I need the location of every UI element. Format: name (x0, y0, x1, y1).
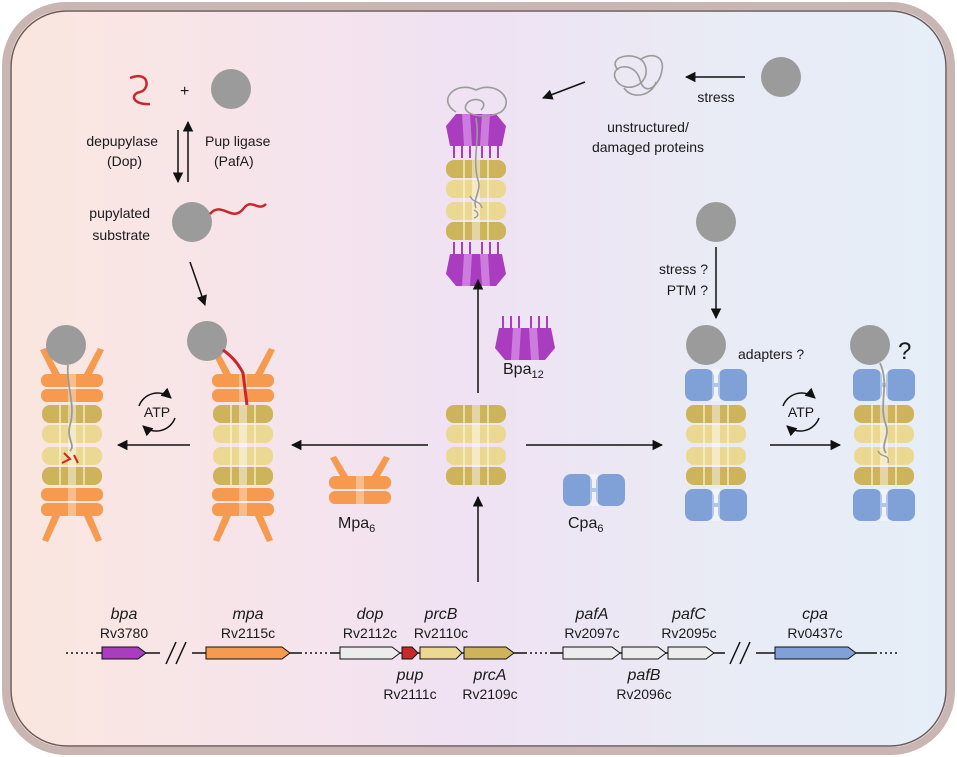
gene-name-bpa: bpa (111, 606, 138, 623)
pup-ligase-label: Pup ligase (205, 133, 271, 149)
damaged-proteins-label: damaged proteins (592, 139, 704, 155)
plus-sign: + (180, 83, 189, 100)
gene-name-pup: pup (396, 667, 424, 684)
cpa-complex-label: Cpa6 (568, 515, 603, 535)
mpa-proteasome-binding (187, 321, 275, 542)
gene-name-prcb: prcB (424, 606, 458, 623)
unstructured-label: unstructured/ (607, 119, 689, 135)
gene-rv-pup: Rv2111c (383, 686, 436, 702)
question-mark: ? (898, 338, 911, 365)
unstructured-protein-icon (613, 54, 664, 96)
gene-rv-pafa: Rv2097c (564, 625, 619, 641)
depupylase-label: depupylase (86, 133, 158, 149)
gene-arrow-cpa (774, 646, 857, 660)
mpa-complex-label: Mpa6 (338, 515, 375, 535)
pupylated-label: pupylated (89, 205, 150, 221)
gene-rv-dop: Rv2112c (343, 625, 397, 641)
gene-name-cpa: cpa (802, 606, 828, 623)
native-protein (761, 57, 801, 97)
gene-arrow-prcb (419, 646, 463, 660)
cpa-substrate (696, 202, 736, 242)
ptm-question-label: PTM ? (667, 282, 708, 298)
cpa-proteasome-binding (685, 325, 747, 521)
gene-arrow-mpa (205, 646, 291, 660)
gene-arrow-pafc (667, 646, 715, 660)
gene-rv-mpa: Rv2115c (221, 625, 275, 641)
gene-name-pafc: pafC (671, 606, 706, 623)
cpa-complex (563, 474, 625, 506)
gene-rv-prcb: Rv2110c (414, 625, 468, 641)
gene-name-mpa: mpa (232, 606, 263, 623)
gene-arrow-pafb (621, 646, 667, 660)
cpa-proteasome-degrading (850, 325, 915, 521)
gene-name-prca: prcA (473, 667, 507, 684)
pup-peptide-icon (129, 74, 151, 106)
pafa-label: (PafA) (214, 153, 254, 169)
atp-label-right: ATP (788, 404, 814, 420)
mpa-complex (329, 456, 391, 504)
gene-arrow-dop (339, 646, 401, 660)
substrate-protein (211, 69, 251, 109)
gene-rv-pafc: Rv2095c (661, 625, 716, 641)
gene-rv-pafb: Rv2096c (616, 686, 671, 702)
gene-arrow-prca (463, 646, 515, 660)
arrow-to-mpa (189, 261, 207, 306)
dop-label: (Dop) (107, 153, 142, 169)
bpa-proteasome (445, 86, 507, 287)
pupylated-substrate (172, 202, 212, 242)
mpa-proteasome-degrading (40, 325, 104, 542)
gene-rv-cpa: Rv0437c (787, 625, 842, 641)
stress-question-label: stress ? (659, 261, 708, 277)
gene-name-pafb: pafB (627, 667, 661, 684)
gene-name-pafa: pafA (575, 606, 609, 623)
gene-rv-prca: Rv2109c (462, 686, 517, 702)
atp-label-left: ATP (144, 404, 170, 420)
gene-rv-bpa: Rv3780 (100, 625, 148, 641)
adapters-question-label: adapters ? (738, 346, 804, 362)
gene-arrow-pup (401, 646, 419, 660)
gene-arrow-bpa (101, 646, 147, 660)
bpa-complex-label: Bpa12 (503, 361, 544, 381)
gene-arrow-pafa (562, 646, 621, 660)
stress-label: stress (697, 89, 734, 105)
gene-name-dop: dop (357, 606, 384, 623)
substrate-label: substrate (92, 227, 150, 243)
